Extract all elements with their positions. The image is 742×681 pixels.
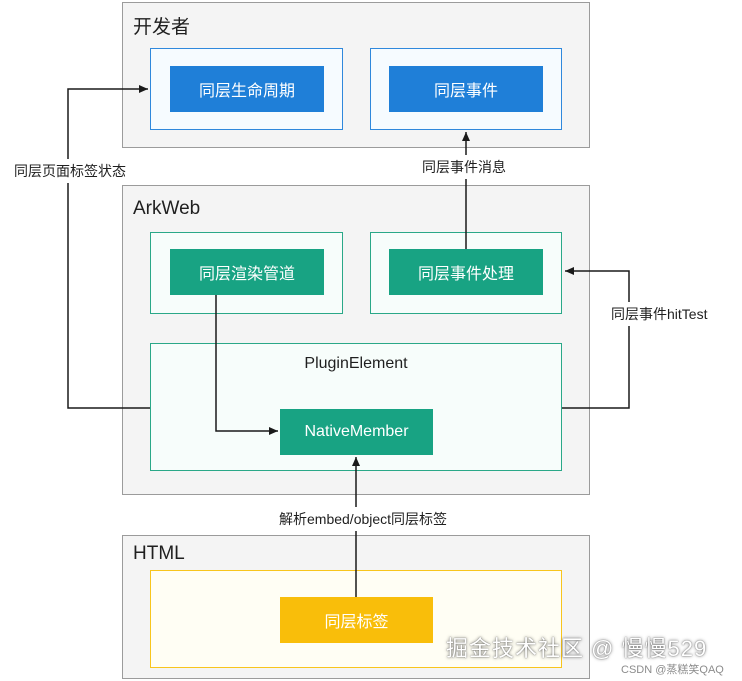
render-pipeline-arrow (215, 295, 278, 435)
event-hittest-arrow (562, 267, 630, 409)
lifecycle-box: 同层生命周期 (170, 66, 324, 112)
same-layer-tag-box: 同层标签 (280, 597, 433, 643)
developer-layer-title: 开发者 (133, 17, 191, 38)
native-member-box: NativeMember (280, 409, 433, 455)
page-tag-state-label: 同层页面标签状态 (12, 159, 128, 183)
plugin-element-title: PluginElement (304, 355, 408, 372)
parse-tags-label: 解析embed/object同层标签 (276, 507, 451, 531)
events-box: 同层事件 (389, 66, 543, 112)
render-pipeline-box: 同层渲染管道 (170, 249, 324, 295)
csdn-watermark: CSDN @蒸糕笑QAQ (621, 664, 724, 676)
page-tag-state-arrow (67, 85, 150, 409)
event-handling-box: 同层事件处理 (389, 249, 543, 295)
juejin-watermark: 掘金技术社区 @ 慢慢529 (446, 636, 708, 661)
event-hittest-label: 同层事件hitTest (609, 302, 710, 326)
arkweb-layer-title: ArkWeb (133, 198, 201, 219)
html-layer-title: HTML (133, 543, 185, 564)
event-message-label: 同层事件消息 (419, 155, 509, 179)
